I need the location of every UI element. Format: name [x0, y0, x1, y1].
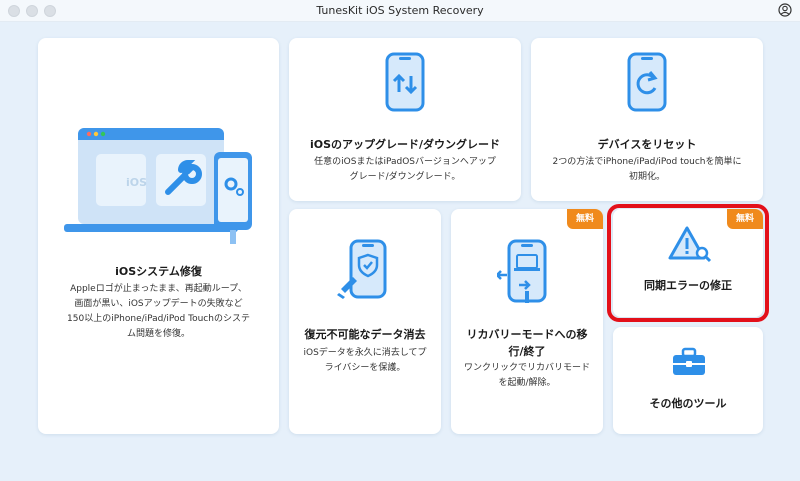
highlight-frame	[607, 204, 769, 322]
screen-label-ios: iOS	[126, 176, 148, 189]
card-sync-error-fix[interactable]: 無料 同期エラーの修正	[613, 209, 763, 317]
card-desc-line: 150以上のiPhone/iPad/iPod Touchのシステ	[67, 314, 250, 324]
card-desc-line: ワンクリックでリカバリモード	[463, 363, 590, 373]
card-title: iOSシステム修復	[115, 265, 202, 278]
free-badge: 無料	[727, 209, 763, 229]
card-ios-system-repair[interactable]: iOS iOSシステム修復 Appleロゴが止まったまま、再起動ループ、 画面が…	[38, 38, 279, 434]
card-title: その他のツール	[649, 397, 727, 410]
user-account-icon[interactable]	[778, 3, 792, 17]
card-title-line: リカバリーモードへの移	[466, 328, 588, 341]
window-title: TunesKit iOS System Recovery	[316, 4, 484, 17]
card-other-tools[interactable]: その他のツール	[613, 327, 763, 434]
card-recovery-mode[interactable]: 無料 リカバリーモードへの移 行/終了 ワンクリックでリカバリモード を起動/解…	[451, 209, 603, 434]
minimize-window-button[interactable]	[26, 5, 38, 17]
card-data-erase[interactable]: 復元不可能なデータ消去 iOSデータを永久に消去してプ ライバシーを保護。	[289, 209, 441, 434]
zoom-window-button[interactable]	[44, 5, 56, 17]
card-desc-line: iOSデータを永久に消去してプ	[303, 348, 427, 358]
card-desc-line: 画面が黒い、iOSアップデートの失敗など	[74, 299, 243, 309]
card-desc-line: 2つの方法でiPhone/iPad/iPod touchを簡単に	[552, 157, 742, 167]
phone-laptop-icon	[497, 239, 557, 303]
card-desc-line: 任意のiOSまたはiPadOSバージョンへアップ	[314, 157, 496, 167]
card-title: iOSのアップグレード/ダウングレード	[309, 138, 501, 151]
toolbox-icon	[672, 347, 706, 377]
card-desc-line: Appleロゴが止まったまま、再起動ループ、	[70, 284, 247, 294]
warning-icon	[668, 225, 712, 265]
card-desc-line: グレード/ダウングレード。	[349, 172, 461, 182]
card-reset-device[interactable]: デバイスをリセット 2つの方法でiPhone/iPad/iPod touchを簡…	[531, 38, 763, 201]
card-ios-upgrade[interactable]: iOSのアップグレード/ダウングレード 任意のiOSまたはiPadOSバージョン…	[289, 38, 521, 201]
phone-shield-icon	[337, 239, 393, 301]
card-desc-line: 初期化。	[628, 172, 665, 182]
free-badge: 無料	[567, 209, 603, 229]
title-bar: TunesKit iOS System Recovery	[0, 0, 800, 22]
card-title: 復元不可能なデータ消去	[304, 328, 426, 341]
card-title-line: 行/終了	[508, 345, 546, 358]
phone-reset-icon	[626, 52, 668, 112]
phone-arrows-icon	[384, 52, 426, 112]
card-title: デバイスをリセット	[597, 138, 697, 151]
laptop-wrench-icon: iOS	[64, 126, 254, 251]
card-desc-line: ム問題を修復。	[126, 329, 190, 339]
card-title: 同期エラーの修正	[644, 279, 732, 292]
card-desc-line: ライバシーを保護。	[324, 363, 406, 373]
card-desc-line: を起動/解除。	[498, 378, 556, 388]
close-window-button[interactable]	[8, 5, 20, 17]
